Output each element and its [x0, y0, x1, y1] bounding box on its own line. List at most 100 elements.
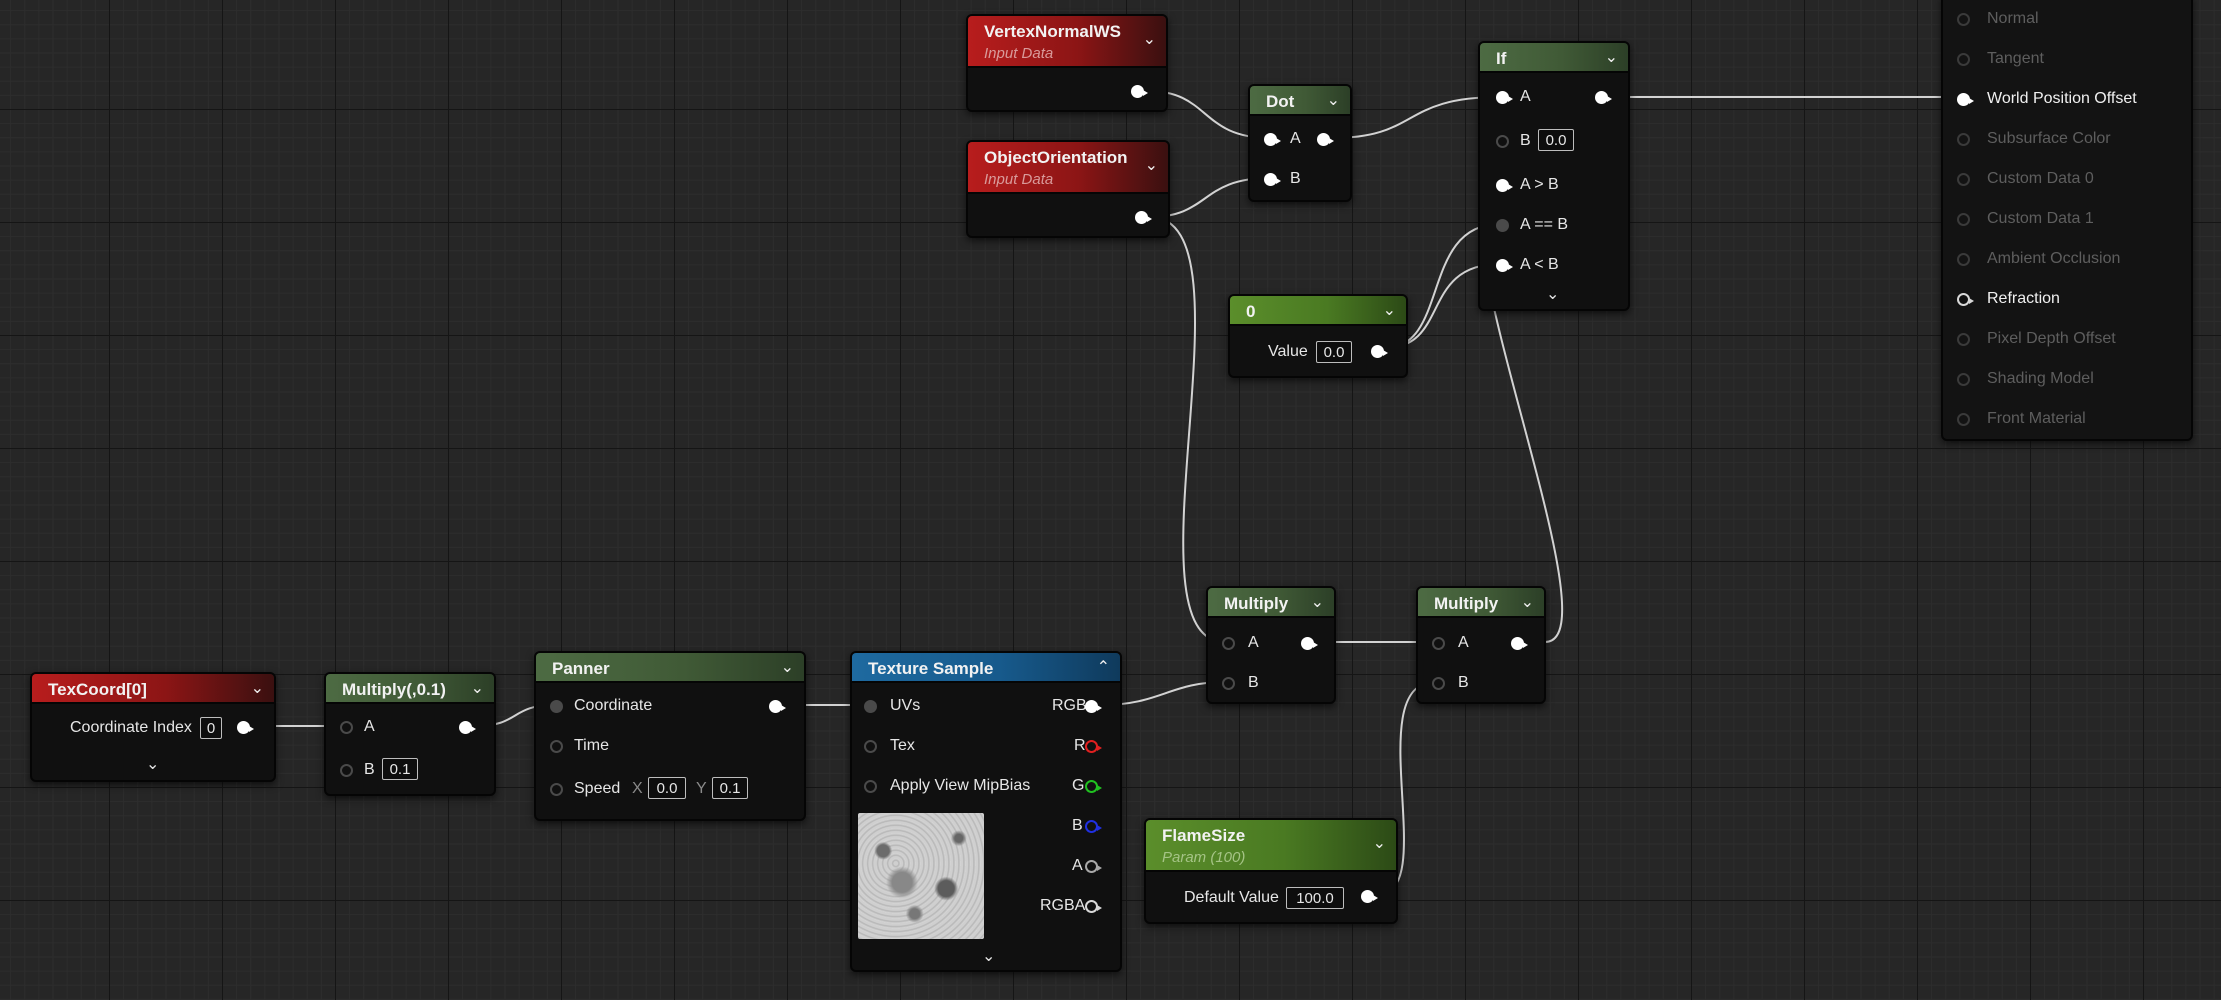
input-pin-a-eq-b[interactable] [1496, 219, 1509, 232]
node-header[interactable]: VertexNormalWS Input Data ⌄ [968, 16, 1166, 68]
input-pin-b[interactable] [1496, 135, 1509, 148]
speed-y-field[interactable]: 0.1 [712, 777, 748, 799]
input-pin-a[interactable] [1264, 133, 1281, 146]
output-pin[interactable] [1371, 345, 1388, 358]
input-pin[interactable] [1957, 93, 1974, 106]
input-pin[interactable] [1957, 213, 1970, 226]
coordinate-index-field[interactable]: 0 [200, 717, 222, 739]
multiply-node-1[interactable]: Multiply ⌄ A B [1206, 586, 1336, 704]
output-label: Shading Model [1987, 370, 2094, 387]
output-pin-b[interactable] [1085, 820, 1102, 833]
node-subtitle: Input Data [984, 45, 1054, 62]
panner-node[interactable]: Panner ⌄ Coordinate Time Speed X 0.0 Y 0… [534, 651, 806, 821]
chevron-down-icon[interactable]: ⌄ [1310, 594, 1324, 611]
multiply-node-2[interactable]: Multiply ⌄ A B [1416, 586, 1546, 704]
input-pin-mip-bias[interactable] [864, 780, 877, 793]
input-pin-tex[interactable] [864, 740, 877, 753]
node-header[interactable]: FlameSize Param (100) ⌄ [1146, 820, 1396, 872]
input-pin[interactable] [1957, 253, 1970, 266]
flame-size-node[interactable]: FlameSize Param (100) ⌄ Default Value 10… [1144, 818, 1398, 924]
b-value-field[interactable]: 0.1 [382, 758, 418, 780]
input-pin[interactable] [1957, 173, 1970, 186]
chevron-down-icon[interactable]: ⌄ [1326, 92, 1340, 109]
output-pin-r[interactable] [1085, 740, 1102, 753]
input-pin[interactable] [1957, 373, 1970, 386]
input-pin-a-lt-b[interactable] [1496, 259, 1513, 272]
node-header[interactable]: Panner ⌄ [536, 653, 804, 683]
material-output-panel[interactable]: Normal Tangent World Position Offset Sub… [1941, 0, 2193, 441]
output-pin[interactable] [1361, 890, 1378, 903]
input-pin-coordinate[interactable] [550, 700, 563, 713]
input-pin[interactable] [1957, 333, 1970, 346]
node-header[interactable]: Multiply ⌄ [1208, 588, 1334, 618]
output-pin[interactable] [1511, 637, 1528, 650]
node-header[interactable]: Multiply ⌄ [1418, 588, 1544, 618]
object-orientation-node[interactable]: ObjectOrientation Input Data ⌄ [966, 140, 1170, 238]
chevron-down-icon[interactable]: ⌄ [780, 659, 794, 676]
dot-node[interactable]: Dot ⌄ A B [1248, 84, 1352, 202]
node-header[interactable]: Dot ⌄ [1250, 86, 1350, 116]
node-header[interactable]: If ⌄ [1480, 43, 1628, 73]
output-pin[interactable] [769, 700, 786, 713]
output-pin[interactable] [1595, 91, 1612, 104]
output-pin[interactable] [1317, 133, 1334, 146]
b-value-field[interactable]: 0.0 [1538, 129, 1574, 151]
vertex-normal-ws-node[interactable]: VertexNormalWS Input Data ⌄ [966, 14, 1168, 112]
speed-x-field[interactable]: 0.0 [648, 777, 686, 799]
pin-label-a: A [1072, 857, 1083, 874]
value-field[interactable]: 0.0 [1316, 341, 1352, 363]
chevron-down-icon[interactable]: ⌄ [470, 680, 484, 697]
node-header[interactable]: ObjectOrientation Input Data ⌄ [968, 142, 1168, 194]
input-pin[interactable] [1957, 413, 1970, 426]
output-pin-rgb[interactable] [1085, 700, 1102, 713]
input-pin[interactable] [1957, 13, 1970, 26]
texture-sample-node[interactable]: Texture Sample ⌃ UVs RGB Tex R Apply Vie… [850, 651, 1122, 972]
input-pin-b[interactable] [340, 764, 353, 777]
input-pin[interactable] [1957, 53, 1970, 66]
output-pin[interactable] [1131, 85, 1148, 98]
input-pin-speed[interactable] [550, 783, 563, 796]
chevron-up-icon[interactable]: ⌃ [1096, 659, 1110, 676]
output-pin-g[interactable] [1085, 780, 1102, 793]
output-pin[interactable] [459, 721, 476, 734]
chevron-down-icon[interactable]: ⌄ [1382, 302, 1396, 319]
chevron-down-icon[interactable]: ⌄ [1546, 286, 1560, 303]
input-pin-a[interactable] [1222, 637, 1235, 650]
default-value-field[interactable]: 100.0 [1286, 887, 1344, 909]
node-header[interactable]: 0 ⌄ [1230, 296, 1406, 326]
input-pin-time[interactable] [550, 740, 563, 753]
chevron-down-icon[interactable]: ⌄ [1142, 31, 1156, 48]
output-pin[interactable] [1301, 637, 1318, 650]
pin-label-uvs: UVs [890, 697, 921, 714]
output-pin[interactable] [237, 721, 254, 734]
node-header[interactable]: TexCoord[0] ⌄ [32, 674, 274, 704]
input-pin-a-gt-b[interactable] [1496, 179, 1513, 192]
input-pin[interactable] [1957, 293, 1974, 306]
input-pin-b[interactable] [1432, 677, 1445, 690]
output-pin-a[interactable] [1085, 860, 1102, 873]
chevron-down-icon[interactable]: ⌄ [250, 680, 264, 697]
input-pin-a[interactable] [1496, 91, 1513, 104]
chevron-down-icon[interactable]: ⌄ [1520, 594, 1534, 611]
output-label: Refraction [1987, 290, 2060, 307]
chevron-down-icon[interactable]: ⌄ [146, 756, 160, 773]
node-header[interactable]: Texture Sample ⌃ [852, 653, 1120, 683]
chevron-down-icon[interactable]: ⌄ [1372, 835, 1386, 852]
constant-zero-node[interactable]: 0 ⌄ Value 0.0 [1228, 294, 1408, 378]
if-node[interactable]: If ⌄ A B 0.0 A > B A == B A < B ⌄ [1478, 41, 1630, 311]
texcoord-node[interactable]: TexCoord[0] ⌄ Coordinate Index 0 ⌄ [30, 672, 276, 782]
texture-preview[interactable] [858, 813, 984, 939]
output-pin[interactable] [1135, 211, 1152, 224]
chevron-down-icon[interactable]: ⌄ [1604, 49, 1618, 66]
input-pin-b[interactable] [1222, 677, 1235, 690]
chevron-down-icon[interactable]: ⌄ [982, 948, 996, 965]
chevron-down-icon[interactable]: ⌄ [1144, 157, 1158, 174]
input-pin-uvs[interactable] [864, 700, 877, 713]
node-header[interactable]: Multiply(,0.1) ⌄ [326, 674, 494, 704]
multiply-const-node[interactable]: Multiply(,0.1) ⌄ A B 0.1 [324, 672, 496, 796]
input-pin[interactable] [1957, 133, 1970, 146]
input-pin-a[interactable] [1432, 637, 1445, 650]
output-pin-rgba[interactable] [1085, 900, 1102, 913]
input-pin-b[interactable] [1264, 173, 1281, 186]
input-pin-a[interactable] [340, 721, 353, 734]
